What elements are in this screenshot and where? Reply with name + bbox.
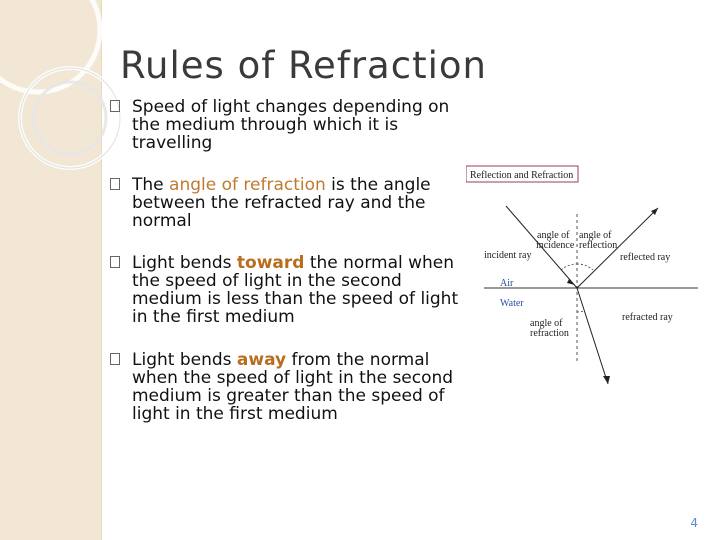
bullet-list: Speed of light changes depending on the … <box>110 98 460 423</box>
label-refracted-ray: refracted ray <box>622 312 673 323</box>
label-angle-of-reflection-1: angle of <box>579 230 612 241</box>
incident-arrow-icon <box>567 279 575 285</box>
bullet-angle-of-refraction: The angle of refraction is the angle bet… <box>110 176 460 230</box>
bullet-box-icon <box>110 178 120 190</box>
bullet-box-icon <box>110 256 120 268</box>
decorative-circles <box>0 0 122 170</box>
bullet-speed-changes: Speed of light changes depending on the … <box>110 98 460 152</box>
reflected-arrow-icon <box>651 208 658 215</box>
slide-title: Rules of Refraction <box>120 44 487 87</box>
label-angle-of-incidence-2: incidence <box>536 240 575 251</box>
incidence-arc <box>560 263 578 271</box>
page-number: 4 <box>690 516 698 530</box>
bullet-bends-toward: Light bends toward the normal when the s… <box>110 254 460 326</box>
bullet-text-post: the normal when the speed of light in th… <box>132 253 459 327</box>
highlight-term: toward <box>236 253 305 273</box>
sidebar-divider <box>101 0 102 540</box>
label-water: Water <box>500 298 524 309</box>
refracted-arrow-icon <box>603 376 610 384</box>
label-angle-of-refraction-1: angle of <box>530 318 563 329</box>
refracted-ray <box>576 287 609 385</box>
label-angle-of-refraction-2: refraction <box>530 328 569 339</box>
bullet-text-post: is the angle between the refracted ray a… <box>132 175 431 231</box>
label-angle-of-reflection-2: reflection <box>579 240 617 251</box>
diagram-caption: Reflection and Refraction <box>470 170 573 181</box>
bullet-text: Speed of light changes depending on the … <box>132 97 450 153</box>
reflection-arc <box>576 263 594 271</box>
refraction-arc <box>576 310 585 313</box>
label-air: Air <box>500 278 514 289</box>
label-reflected-ray: reflected ray <box>620 252 670 263</box>
highlight-term: away <box>236 350 287 370</box>
reflected-ray <box>576 207 659 289</box>
bullet-box-icon <box>110 353 120 365</box>
bullet-text-post: from the normal when the speed of light … <box>132 350 454 424</box>
bullet-text-pre: Light bends <box>132 253 237 273</box>
label-angle-of-incidence-1: angle of <box>537 230 570 241</box>
bullet-box-icon <box>110 100 120 112</box>
bullet-bends-away: Light bends away from the normal when th… <box>110 351 460 423</box>
bullet-text-pre: Light bends <box>132 350 237 370</box>
incident-ray <box>505 205 578 289</box>
bullet-text-pre: The <box>132 175 170 195</box>
refraction-diagram: Reflection and Refraction angle of incid… <box>466 165 698 385</box>
diagram-caption-box <box>466 165 579 183</box>
label-incident-ray: incident ray <box>484 250 531 261</box>
highlight-term: angle of refraction <box>169 175 326 195</box>
